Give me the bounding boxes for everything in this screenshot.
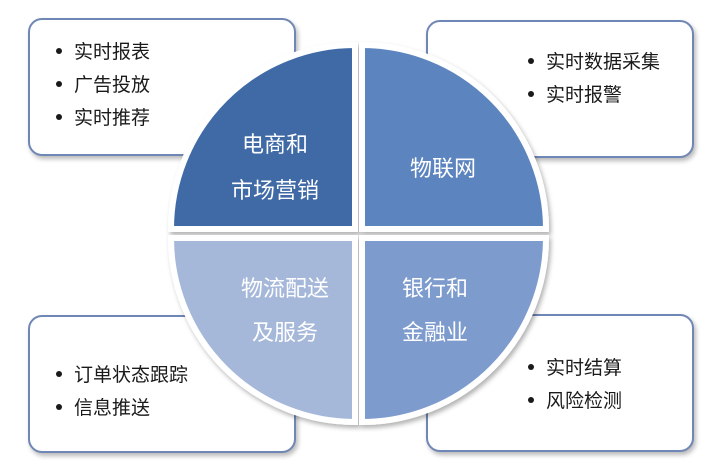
bullet-icon (528, 57, 534, 64)
logistics-list: 订单状态跟踪 信息推送 (56, 359, 188, 425)
list-item: 实时结算 (528, 352, 622, 385)
list-item: 风险检测 (528, 385, 622, 418)
bullet-icon (528, 90, 534, 97)
bullet-icon (56, 370, 62, 377)
bullet-icon (528, 363, 534, 370)
finance-list: 实时结算 风险检测 (528, 352, 622, 418)
finance-label: 银行和 金融业 (401, 277, 468, 346)
list-item: 实时推荐 (56, 102, 150, 135)
ecommerce-list: 实时报表 广告投放 实时推荐 (56, 36, 150, 135)
list-item: 订单状态跟踪 (56, 359, 188, 392)
list-item: 实时报警 (528, 79, 660, 112)
list-item: 广告投放 (56, 69, 150, 102)
bullet-icon (56, 47, 62, 54)
iot-label: 物联网 (409, 157, 476, 182)
list-item: 信息推送 (56, 392, 188, 425)
iot-list: 实时数据采集 实时报警 (528, 46, 660, 112)
finance-segment (359, 235, 550, 426)
bullet-icon (56, 113, 62, 120)
bullet-icon (528, 396, 534, 403)
bullet-icon (56, 403, 62, 410)
list-item: 实时数据采集 (528, 46, 660, 79)
bullet-icon (56, 80, 62, 87)
ecommerce-segment (167, 41, 358, 232)
logistics-segment (167, 235, 358, 426)
iot-segment (359, 41, 550, 232)
list-item: 实时报表 (56, 36, 150, 69)
ecommerce-label: 电商和 市场营销 (230, 133, 319, 204)
logistics-label: 物流配送 及服务 (240, 277, 329, 346)
